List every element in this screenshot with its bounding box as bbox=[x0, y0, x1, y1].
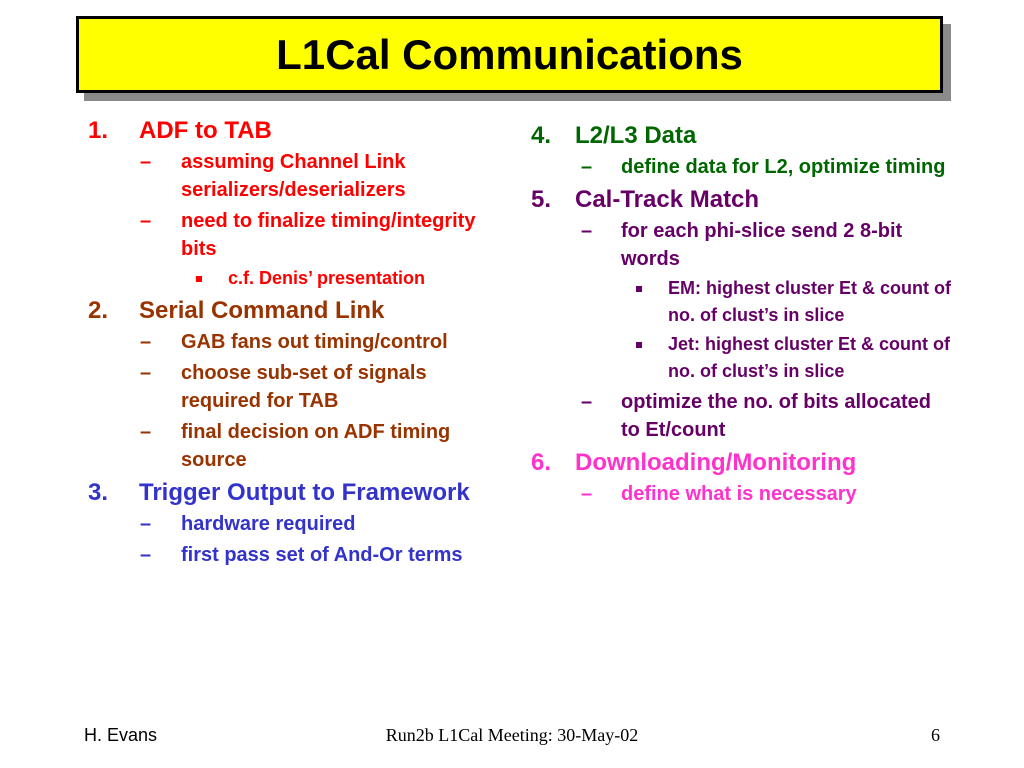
footer-meeting: Run2b L1Cal Meeting: 30-May-02 bbox=[385, 725, 639, 745]
right-column: 4. L2/L3 Data – define data for L2, opti… bbox=[531, 117, 951, 508]
dash-bullet: – bbox=[581, 220, 593, 242]
sub-sub-item: Jet: highest cluster Et & count of no. o… bbox=[531, 331, 951, 385]
list-item-1: 1. ADF to TAB bbox=[88, 116, 508, 145]
sub-item-text: need to finalize timing/integrity bits bbox=[181, 210, 476, 260]
list-item-4: 4. L2/L3 Data bbox=[531, 121, 951, 150]
sub-item-text: assuming Channel Link serializers/deseri… bbox=[181, 151, 406, 201]
list-item-2: 2. Serial Command Link bbox=[88, 296, 508, 325]
item-number: 4. bbox=[531, 122, 552, 149]
title-box: L1Cal Communications bbox=[76, 16, 943, 93]
sub-sub-item-text: Jet: highest cluster Et & count of no. o… bbox=[668, 334, 951, 381]
sub-item: – for each phi-slice send 2 8-bit words bbox=[531, 217, 951, 273]
item-label: L2/L3 Data bbox=[575, 122, 697, 149]
sub-item-text: first pass set of And-Or terms bbox=[181, 544, 463, 566]
left-column: 1. ADF to TAB – assuming Channel Link se… bbox=[88, 112, 508, 569]
square-bullet-icon bbox=[636, 286, 642, 292]
sub-item-text: choose sub-set of signals required for T… bbox=[181, 362, 427, 412]
dash-bullet: – bbox=[581, 391, 593, 413]
sub-item: – final decision on ADF timing source bbox=[88, 418, 508, 474]
sub-item: – hardware required bbox=[88, 510, 508, 538]
item-number: 2. bbox=[88, 297, 109, 324]
sub-sub-item: c.f. Denis’ presentation bbox=[88, 265, 508, 292]
dash-bullet: – bbox=[140, 331, 152, 353]
sub-item: – define data for L2, optimize timing bbox=[531, 153, 951, 181]
dash-bullet: – bbox=[140, 210, 152, 232]
dash-bullet: – bbox=[140, 151, 152, 173]
dash-bullet: – bbox=[140, 421, 152, 443]
sub-sub-item-text: EM: highest cluster Et & count of no. of… bbox=[668, 278, 952, 325]
list-item-3: 3. Trigger Output to Framework bbox=[88, 478, 508, 507]
sub-item: – assuming Channel Link serializers/dese… bbox=[88, 148, 508, 204]
dash-bullet: – bbox=[581, 156, 593, 178]
sub-item-text: define data for L2, optimize timing bbox=[621, 156, 946, 178]
sub-item: – GAB fans out timing/control bbox=[88, 328, 508, 356]
sub-item: – define what is necessary bbox=[531, 480, 951, 508]
list-item-6: 6. Downloading/Monitoring bbox=[531, 448, 951, 477]
dash-bullet: – bbox=[140, 362, 152, 384]
item-number: 6. bbox=[531, 449, 552, 476]
sub-item: – optimize the no. of bits allocated to … bbox=[531, 388, 951, 444]
sub-item: – need to finalize timing/integrity bits bbox=[88, 207, 508, 263]
slide-title: L1Cal Communications bbox=[276, 30, 743, 78]
sub-item-text: hardware required bbox=[181, 513, 356, 535]
sub-item: – choose sub-set of signals required for… bbox=[88, 359, 508, 415]
item-label: Downloading/Monitoring bbox=[575, 449, 857, 476]
sub-sub-item-text: c.f. Denis’ presentation bbox=[228, 268, 426, 288]
item-number: 3. bbox=[88, 479, 109, 506]
sub-item-text: final decision on ADF timing source bbox=[181, 421, 451, 471]
square-bullet-icon bbox=[636, 342, 642, 348]
item-label: ADF to TAB bbox=[139, 117, 272, 144]
sub-item-text: for each phi-slice send 2 8-bit words bbox=[621, 220, 903, 270]
dash-bullet: – bbox=[140, 544, 152, 566]
dash-bullet: – bbox=[140, 513, 152, 535]
item-label: Serial Command Link bbox=[139, 297, 385, 324]
item-number: 1. bbox=[88, 117, 109, 144]
dash-bullet: – bbox=[581, 483, 593, 505]
sub-sub-item: EM: highest cluster Et & count of no. of… bbox=[531, 275, 951, 329]
square-bullet-icon bbox=[196, 276, 202, 282]
list-item-5: 5. Cal-Track Match bbox=[531, 185, 951, 214]
item-label: Trigger Output to Framework bbox=[139, 479, 470, 506]
page-number: 6 bbox=[931, 725, 940, 745]
item-label: Cal-Track Match bbox=[575, 186, 760, 213]
sub-item-text: define what is necessary bbox=[621, 483, 857, 505]
item-number: 5. bbox=[531, 186, 552, 213]
sub-item-text: GAB fans out timing/control bbox=[181, 331, 448, 353]
sub-item: – first pass set of And-Or terms bbox=[88, 541, 508, 569]
footer-author: H. Evans bbox=[84, 725, 158, 745]
sub-item-text: optimize the no. of bits allocated to Et… bbox=[621, 391, 932, 441]
